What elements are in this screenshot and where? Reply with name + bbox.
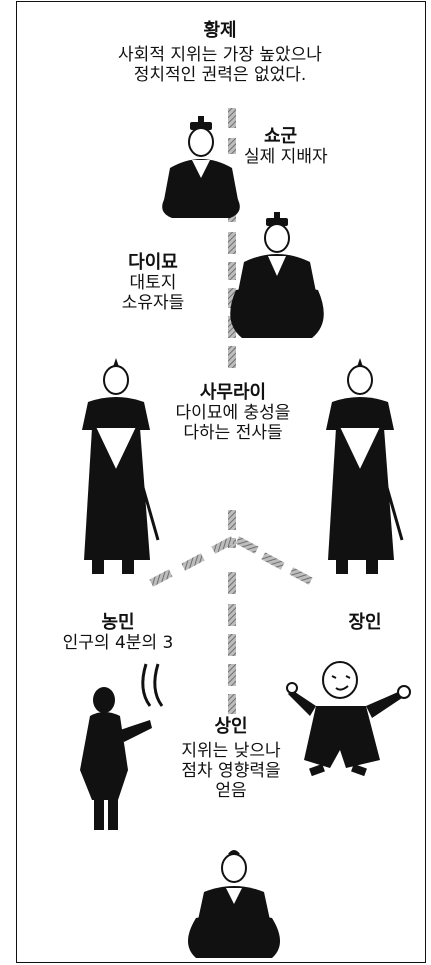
branch-left <box>149 536 235 587</box>
samurai-label: 사무라이 다이묘에 충성을 다하는 전사들 <box>140 382 326 443</box>
merchant-desc-line2: 점차 영향력을 <box>181 761 281 782</box>
samurai-title: 사무라이 <box>199 382 267 403</box>
shogun-title: 쇼군 <box>264 126 298 147</box>
peasant-figure <box>80 663 164 830</box>
daimyo-label: 다이묘 대토지 소유자들 <box>98 252 208 313</box>
artisan-label: 장인 <box>320 612 410 633</box>
merchant-figure <box>188 850 280 958</box>
branch-right <box>235 536 313 585</box>
samurai-desc-line1: 다이묘에 충성을 <box>175 403 291 424</box>
merchant-label: 상인 지위는 낮으나 점차 영향력을 얻음 <box>146 716 316 801</box>
shogun-desc: 실제 지배자 <box>244 147 328 168</box>
shogun-label: 쇼군 실제 지배자 <box>240 126 390 167</box>
emperor-title: 황제 <box>203 20 237 41</box>
samurai-desc-line2: 다하는 전사들 <box>183 423 283 444</box>
samurai-right-figure <box>326 358 404 574</box>
emperor-desc-line2: 정치적인 권력은 없었다. <box>133 65 307 86</box>
merchant-title: 상인 <box>214 716 248 737</box>
daimyo-title: 다이묘 <box>128 252 178 273</box>
emperor-desc-line1: 사회적 지위는 가장 높았으나 <box>118 45 322 66</box>
artisan-title: 장인 <box>348 612 382 633</box>
peasant-desc: 인구의 4분의 3 <box>62 633 174 654</box>
samurai-left-figure <box>82 358 160 574</box>
daimyo-desc-line1: 대토지 <box>129 273 177 294</box>
merchant-desc-line1: 지위는 낮으나 <box>181 741 281 762</box>
emperor-label: 황제 사회적 지위는 가장 높았으나 정치적인 권력은 없었다. <box>40 20 400 85</box>
daimyo-desc-line2: 소유자들 <box>121 293 185 314</box>
peasant-label: 농민 인구의 4분의 3 <box>18 612 218 653</box>
daimyo-figure <box>230 212 324 338</box>
artisan-figure <box>286 661 411 777</box>
shogun-figure <box>162 116 240 218</box>
merchant-desc-line3: 얻음 <box>215 781 247 802</box>
peasant-title: 농민 <box>101 612 135 633</box>
